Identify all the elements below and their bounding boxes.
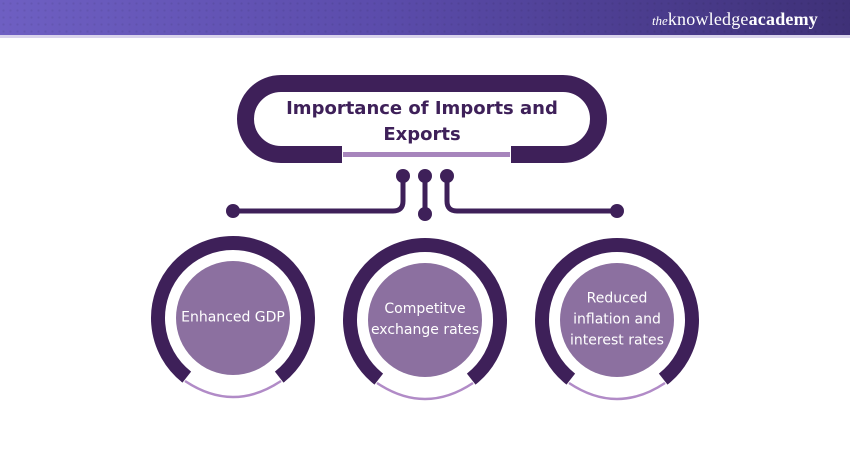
node-inner-circle (560, 263, 674, 377)
node-label-inflation: Reduced inflation and interest rates (570, 290, 664, 349)
node-bottom-thin-arc (568, 381, 666, 401)
node-outer-ring (151, 236, 315, 383)
connector-end-left-dot (226, 204, 240, 218)
node-label-exchange-rates: Competitve exchange rates (370, 301, 480, 338)
node-bottom-thin-arc (184, 379, 282, 399)
page-title: Importance of Imports and Exports (286, 98, 558, 145)
connector-end-middle-dot (418, 207, 432, 221)
connector-top-middle-dot (418, 169, 432, 183)
brand-logo: theknowledgeacademy (652, 7, 818, 33)
node-bottom-thin-arc (376, 381, 474, 401)
logo-word-the: the (651, 13, 668, 28)
node-circle-enhanced-gdp (151, 236, 315, 399)
node-circle-exchange-rates (343, 238, 507, 401)
connector-right-line (444, 176, 617, 214)
connector-lines (226, 169, 624, 221)
title-box-border (237, 75, 607, 167)
node-circle-inflation (535, 238, 699, 401)
connector-top-right-dot (440, 169, 454, 183)
node-label-enhanced-gdp: Enhanced GDP (181, 309, 285, 326)
node-inner-circle (368, 263, 482, 377)
connector-end-right-dot (610, 204, 624, 218)
logo-word-academy: academy (748, 9, 818, 29)
connector-left-line (233, 176, 406, 214)
node-outer-ring (535, 238, 699, 385)
node-inner-circle (176, 261, 290, 375)
header-bar: theknowledgeacademy (0, 0, 850, 38)
node-outer-ring (343, 238, 507, 385)
logo-word-knowledge: knowledge (667, 9, 749, 29)
connector-top-left-dot (396, 169, 410, 183)
